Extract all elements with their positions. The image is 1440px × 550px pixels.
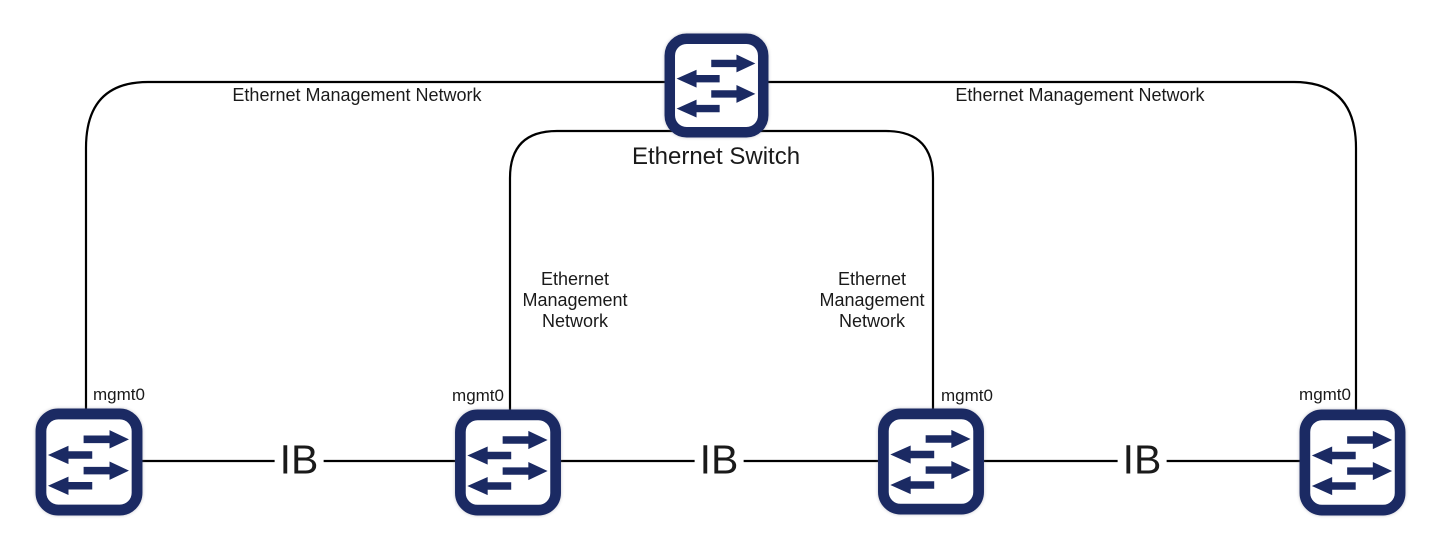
mgmt-network-label-mid-right-line3: Network	[838, 311, 906, 331]
mgmt-network-label-mid-right-line2: Management	[819, 290, 925, 310]
ib-switch-4-icon	[1299, 408, 1406, 517]
ib-link-label-3: IB	[1117, 439, 1167, 481]
mgmt-network-label-mid-left-line1: Ethernet	[540, 269, 610, 289]
ib-switch-2-port-label: mgmt0	[452, 386, 504, 405]
ib-switch-2-icon	[454, 409, 562, 516]
wire-mgmt-left-outer	[84, 80, 668, 412]
ib-switch-1-port-label: mgmt0	[93, 385, 145, 404]
mgmt-network-label-mid-left-line2: Management	[522, 290, 628, 310]
ib-switch-4-port-label: mgmt0	[1299, 385, 1351, 404]
mgmt-network-label-top-right: Ethernet Management Network	[955, 85, 1205, 105]
ethernet-switch-label: Ethernet Switch	[631, 143, 801, 170]
mgmt-network-label-mid-left-line3: Network	[541, 311, 609, 331]
ethernet-switch-icon	[663, 33, 770, 138]
mgmt-network-label-mid-left: Ethernet Management Network	[522, 269, 627, 332]
ib-switch-3-icon	[877, 408, 985, 515]
ib-switch-1-icon	[35, 408, 143, 516]
wire-mgmt-right-outer	[766, 80, 1358, 412]
ib-link-label-1: IB	[274, 439, 324, 481]
mgmt-network-label-mid-right-line1: Ethernet	[837, 269, 907, 289]
ib-switch-3-port-label: mgmt0	[941, 386, 993, 405]
ib-link-label-2: IB	[694, 439, 744, 481]
mgmt-network-label-mid-right: Ethernet Management Network	[819, 269, 924, 332]
mgmt-network-label-top-left: Ethernet Management Network	[232, 85, 482, 105]
